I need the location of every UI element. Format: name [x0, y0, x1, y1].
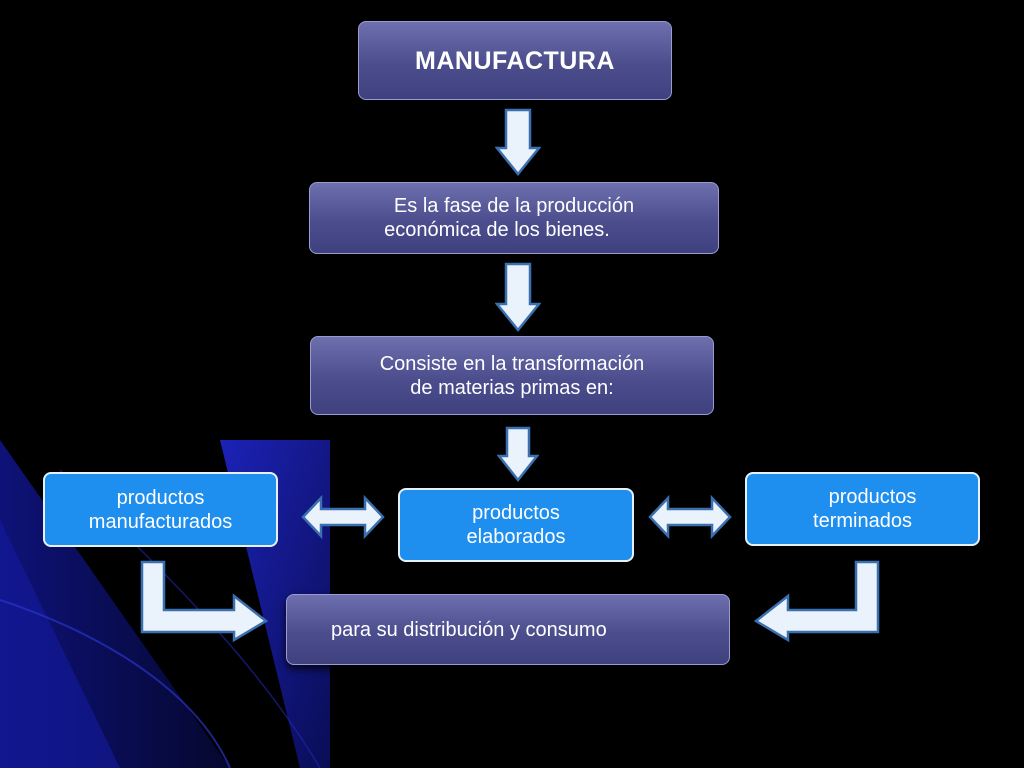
elbow-arrow-right-icon	[138, 560, 270, 642]
definition-line-1: Es la fase de la producción	[393, 195, 635, 217]
transformation-box: Consiste en la transformación de materia…	[310, 336, 714, 415]
destination-text: para su distribución y consumo	[331, 618, 607, 641]
down-arrow-icon	[495, 262, 541, 332]
products-finished-box: productos terminados	[745, 472, 980, 546]
definition-line-2: económica de los bienes.	[384, 219, 610, 241]
products-manufactured-box: productos manufacturados	[43, 472, 278, 547]
title-text: MANUFACTURA	[415, 46, 615, 75]
transformation-line-1: Consiste en la transformación	[379, 352, 645, 375]
products-manufactured-line-2: manufacturados	[88, 510, 233, 533]
products-elaborated-box: productos elaborados	[398, 488, 634, 562]
definition-box: Es la fase de la producción económica de…	[309, 182, 719, 254]
products-finished-line-2: terminados	[813, 510, 912, 532]
down-arrow-icon	[495, 108, 541, 176]
products-elaborated-line-2: elaborados	[466, 526, 566, 548]
products-finished-line-1: productos	[828, 486, 917, 508]
title-box: MANUFACTURA	[358, 21, 672, 100]
transformation-line-2: de materias primas en:	[410, 376, 614, 399]
products-elaborated-line-1: productos	[472, 502, 560, 524]
elbow-arrow-left-icon	[752, 560, 882, 642]
products-manufactured-line-1: productos	[116, 486, 205, 509]
double-arrow-icon	[648, 495, 732, 539]
double-arrow-icon	[301, 495, 385, 539]
down-arrow-icon	[497, 426, 539, 482]
destination-box: para su distribución y consumo	[286, 594, 730, 665]
